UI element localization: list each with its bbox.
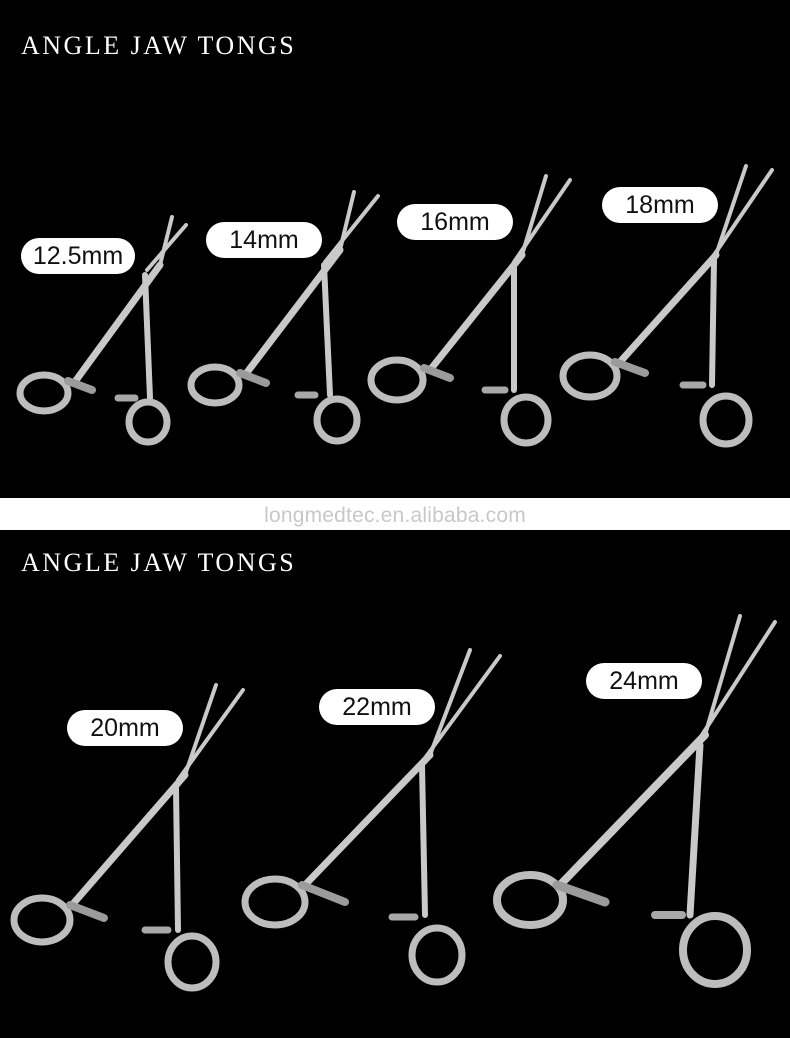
size-label-14mm: 14mm	[206, 222, 322, 258]
size-label-16mm: 16mm	[397, 204, 513, 240]
top-panel: ANGLE JAW TONGS	[0, 0, 790, 498]
size-label-18mm: 18mm	[602, 187, 718, 223]
tong-20mm-icon	[10, 683, 245, 992]
tong-24mm-icon	[493, 614, 777, 988]
tong-12-5mm-icon	[16, 215, 188, 446]
tong-18mm-icon	[559, 164, 774, 448]
divider-band	[0, 498, 790, 530]
size-label-24mm: 24mm	[586, 663, 702, 699]
bottom-panel-title: ANGLE JAW TONGS	[21, 548, 297, 577]
tong-14mm-icon	[187, 190, 380, 445]
tong-22mm-icon	[241, 648, 502, 986]
size-label-12-5mm: 12.5mm	[21, 238, 135, 274]
bottom-panel: ANGLE JAW TONGS	[0, 530, 790, 1038]
size-label-20mm: 20mm	[67, 710, 183, 746]
top-panel-title: ANGLE JAW TONGS	[21, 31, 297, 60]
watermark-text: longmedtec.en.alibaba.com	[264, 504, 526, 527]
tong-16mm-icon	[367, 174, 572, 447]
size-label-22mm: 22mm	[319, 689, 435, 725]
